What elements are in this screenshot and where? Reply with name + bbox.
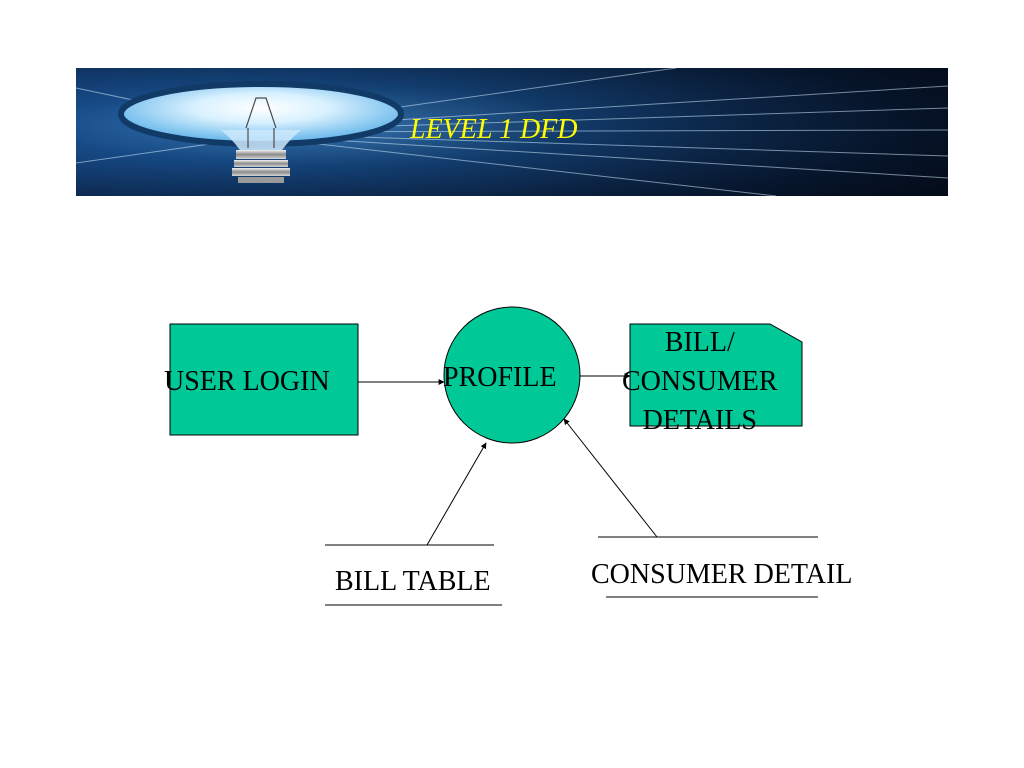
profile-process-circle [443, 306, 581, 444]
flow-arrow-consumer-detail-to-profile [563, 418, 658, 538]
user-login-label: USER LOGIN [164, 366, 330, 397]
bill-consumer-details-label-line-3: DETAILS [642, 405, 757, 436]
flow-arrow-bill-table-to-profile [426, 442, 487, 546]
bill-consumer-details-label-line-1: BILL/ [664, 327, 735, 358]
title-banner [76, 68, 948, 196]
slide-title: LEVEL 1 DFD [410, 114, 578, 145]
bill-consumer-details-document-shape [629, 323, 803, 427]
user-login-entity-box [169, 323, 359, 436]
bill-consumer-details-label-line-2: CONSUMER [622, 366, 778, 397]
consumer-detail-label: CONSUMER DETAIL [591, 559, 853, 590]
lightbulb-banner-image [76, 68, 948, 196]
bill-consumer-details-label: BILL/ CONSUMER DETAILS [622, 323, 778, 440]
bill-table-label: BILL TABLE [335, 566, 491, 597]
profile-label: PROFILE [443, 362, 557, 393]
